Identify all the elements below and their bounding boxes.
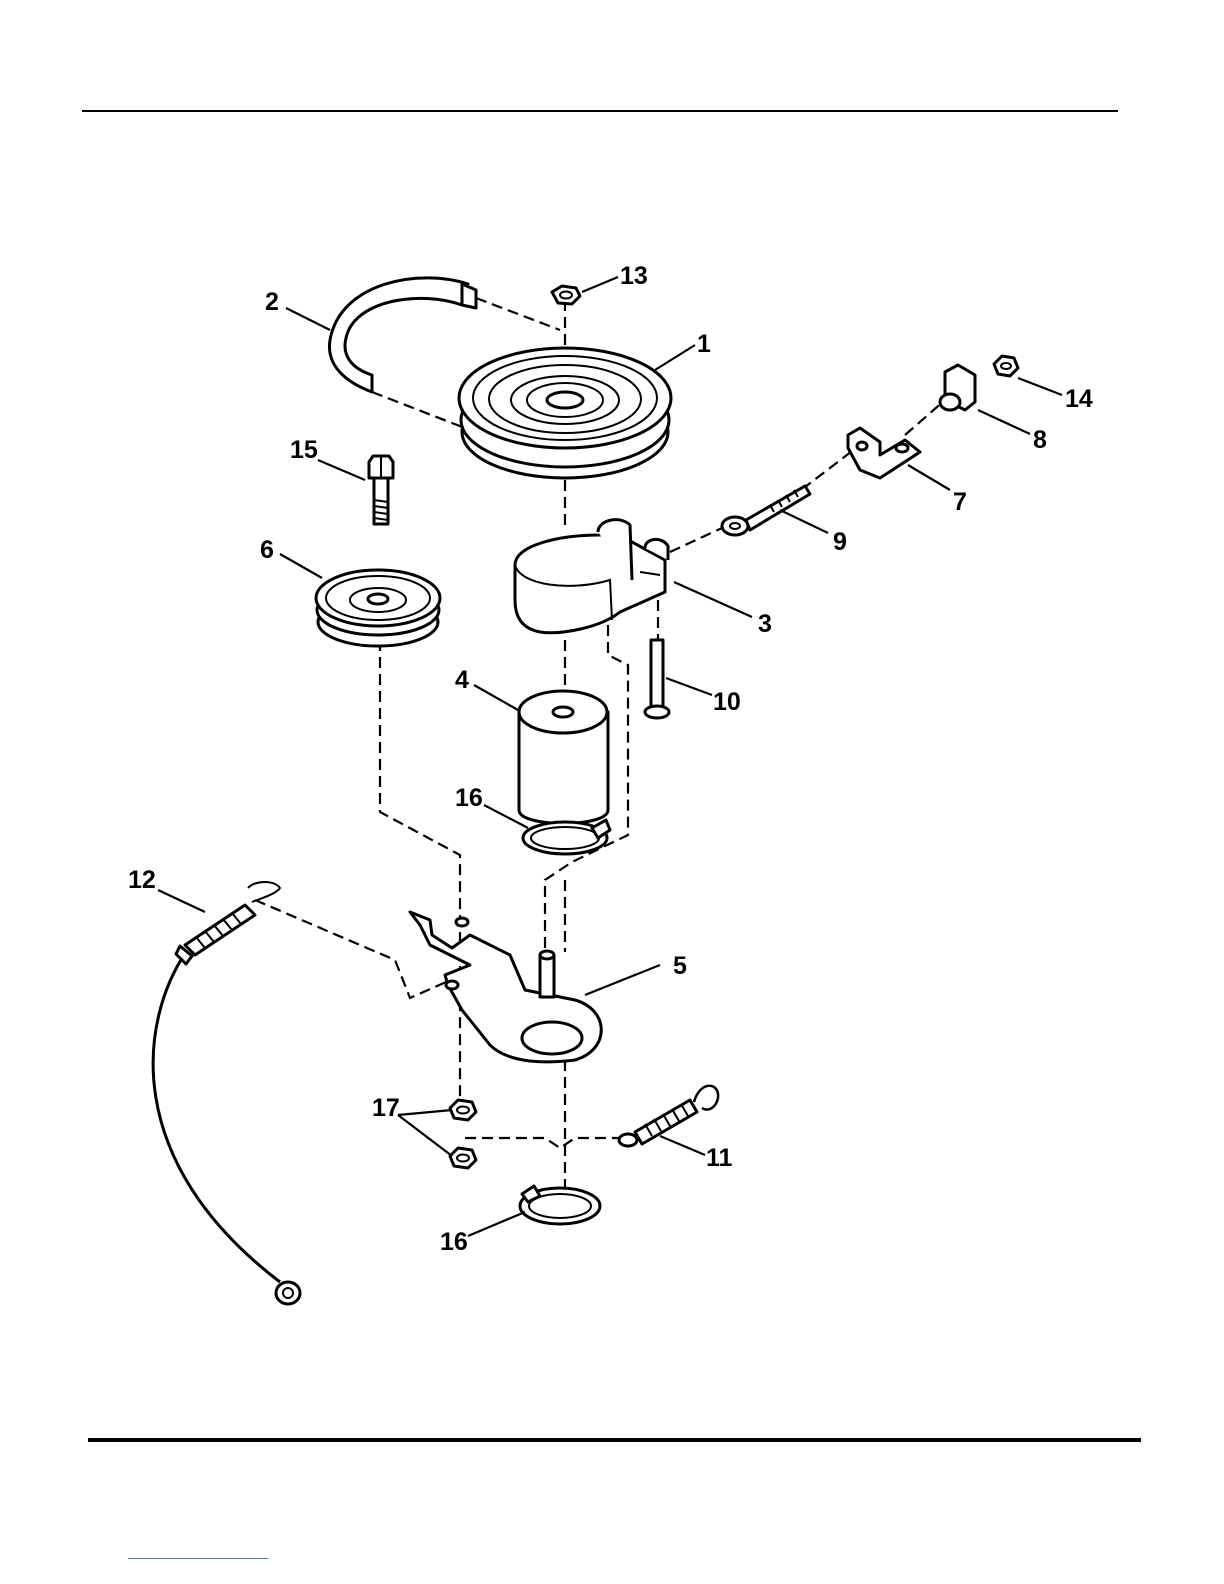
callout-14: 14 (1065, 385, 1093, 413)
callout-3: 3 (758, 610, 772, 638)
part-2-belt-guide (329, 278, 476, 392)
part-12-cable-assembly (153, 882, 300, 1304)
part-10-pin (645, 640, 669, 718)
callout-12: 12 (128, 866, 156, 894)
part-17-hex-nuts (450, 1100, 476, 1168)
callout-15: 15 (290, 436, 318, 464)
callout-2: 2 (265, 288, 279, 316)
callout-10: 10 (713, 688, 741, 716)
part-9-eye-bolt (722, 486, 810, 535)
callout-8: 8 (1033, 426, 1047, 454)
part-14-hex-nut (994, 356, 1018, 376)
part-16-upper-retaining-ring (523, 820, 610, 854)
footer-link-underline[interactable] (128, 1558, 268, 1559)
callout-9: 9 (833, 528, 847, 556)
part-6-small-pulley (316, 570, 440, 646)
callout-11: 11 (706, 1144, 733, 1172)
callout-6: 6 (260, 536, 274, 564)
part-11-spring (619, 1086, 718, 1146)
callout-4: 4 (455, 666, 469, 694)
part-5-idler-arm (410, 912, 601, 1062)
part-13-hex-nut (552, 286, 580, 304)
callout-5: 5 (673, 952, 687, 980)
part-8-adjuster-nut (940, 365, 975, 410)
footer-rule (88, 1438, 1141, 1442)
callout-16-upper: 16 (455, 784, 483, 812)
part-7-angle-bracket (848, 428, 920, 478)
callout-17: 17 (372, 1094, 400, 1122)
part-15-bolt (369, 456, 393, 524)
part-16-lower-retaining-ring (520, 1186, 600, 1224)
callout-16-lower: 16 (440, 1228, 468, 1256)
callout-1: 1 (697, 330, 711, 358)
part-3-idler-bracket (515, 520, 668, 633)
part-1-large-pulley (459, 348, 671, 478)
part-4-spacer (519, 691, 608, 824)
callout-7: 7 (953, 488, 967, 516)
callout-13: 13 (620, 262, 648, 290)
